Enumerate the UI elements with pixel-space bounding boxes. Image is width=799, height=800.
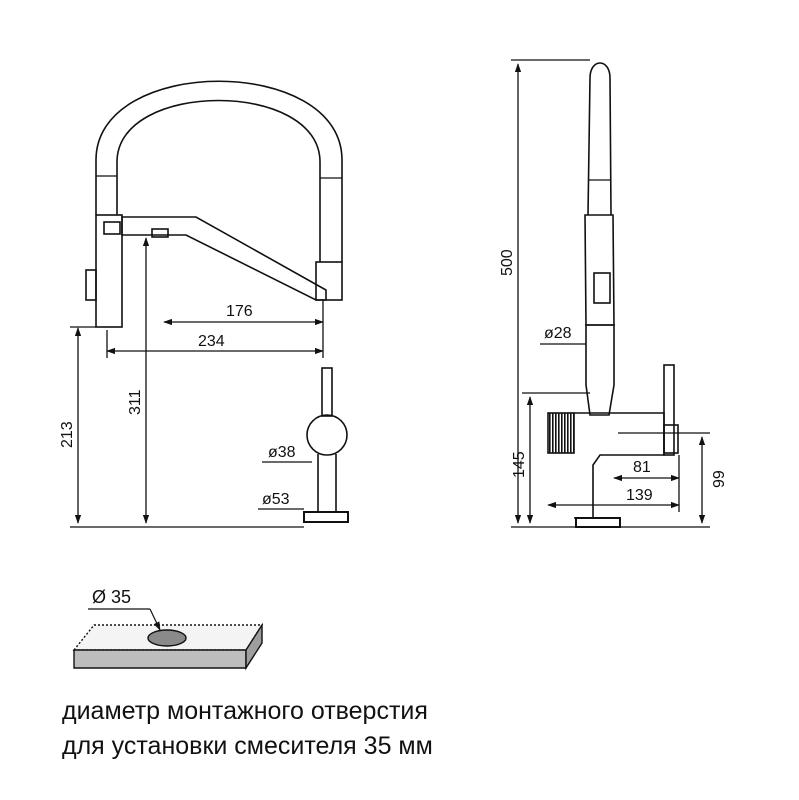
mounting-hole [147, 629, 187, 647]
side-lever [663, 364, 675, 456]
dim-diameter-53: ø53 [262, 491, 290, 508]
front-body [306, 414, 348, 456]
dim-139: 139 [626, 487, 653, 504]
plate-front-face [73, 649, 247, 669]
plate-side-face [245, 622, 263, 671]
dim-81: 81 [633, 459, 651, 476]
dim-213: 213 [59, 421, 76, 448]
dim-diameter-28: ø28 [544, 325, 572, 342]
front-hose-outer [95, 80, 343, 262]
caption-line-2: для установки смесителя 35 мм [62, 732, 433, 760]
mounting-plate [72, 608, 264, 671]
dim-500: 500 [499, 249, 516, 276]
hole-diameter-label: Ø 35 [92, 587, 131, 607]
dim-145: 145 [511, 451, 528, 478]
side-base [575, 517, 621, 528]
side-knurled-ring [547, 412, 575, 454]
side-dimension-lines [511, 59, 710, 528]
front-base [303, 511, 349, 523]
front-column [315, 261, 343, 301]
front-view [85, 80, 349, 523]
front-shower-head [95, 214, 123, 328]
dim-diameter-38: ø38 [268, 444, 296, 461]
caption: диаметр монтажного отверстия для установ… [62, 694, 782, 764]
caption-line-1: диаметр монтажного отверстия [62, 697, 428, 725]
side-shower-head [584, 214, 615, 326]
dim-234: 234 [198, 333, 225, 350]
side-column [587, 62, 612, 216]
dim-176: 176 [226, 303, 253, 320]
front-dimension-lines [70, 237, 324, 528]
dimension-labels: 176 234 311 213 ø38 ø53 500 ø28 145 81 1… [59, 249, 728, 508]
front-lever [321, 367, 333, 417]
side-view [547, 62, 679, 528]
dim-311: 311 [127, 389, 144, 415]
dim-99: 99 [711, 470, 728, 488]
front-hose-inner [116, 99, 321, 262]
